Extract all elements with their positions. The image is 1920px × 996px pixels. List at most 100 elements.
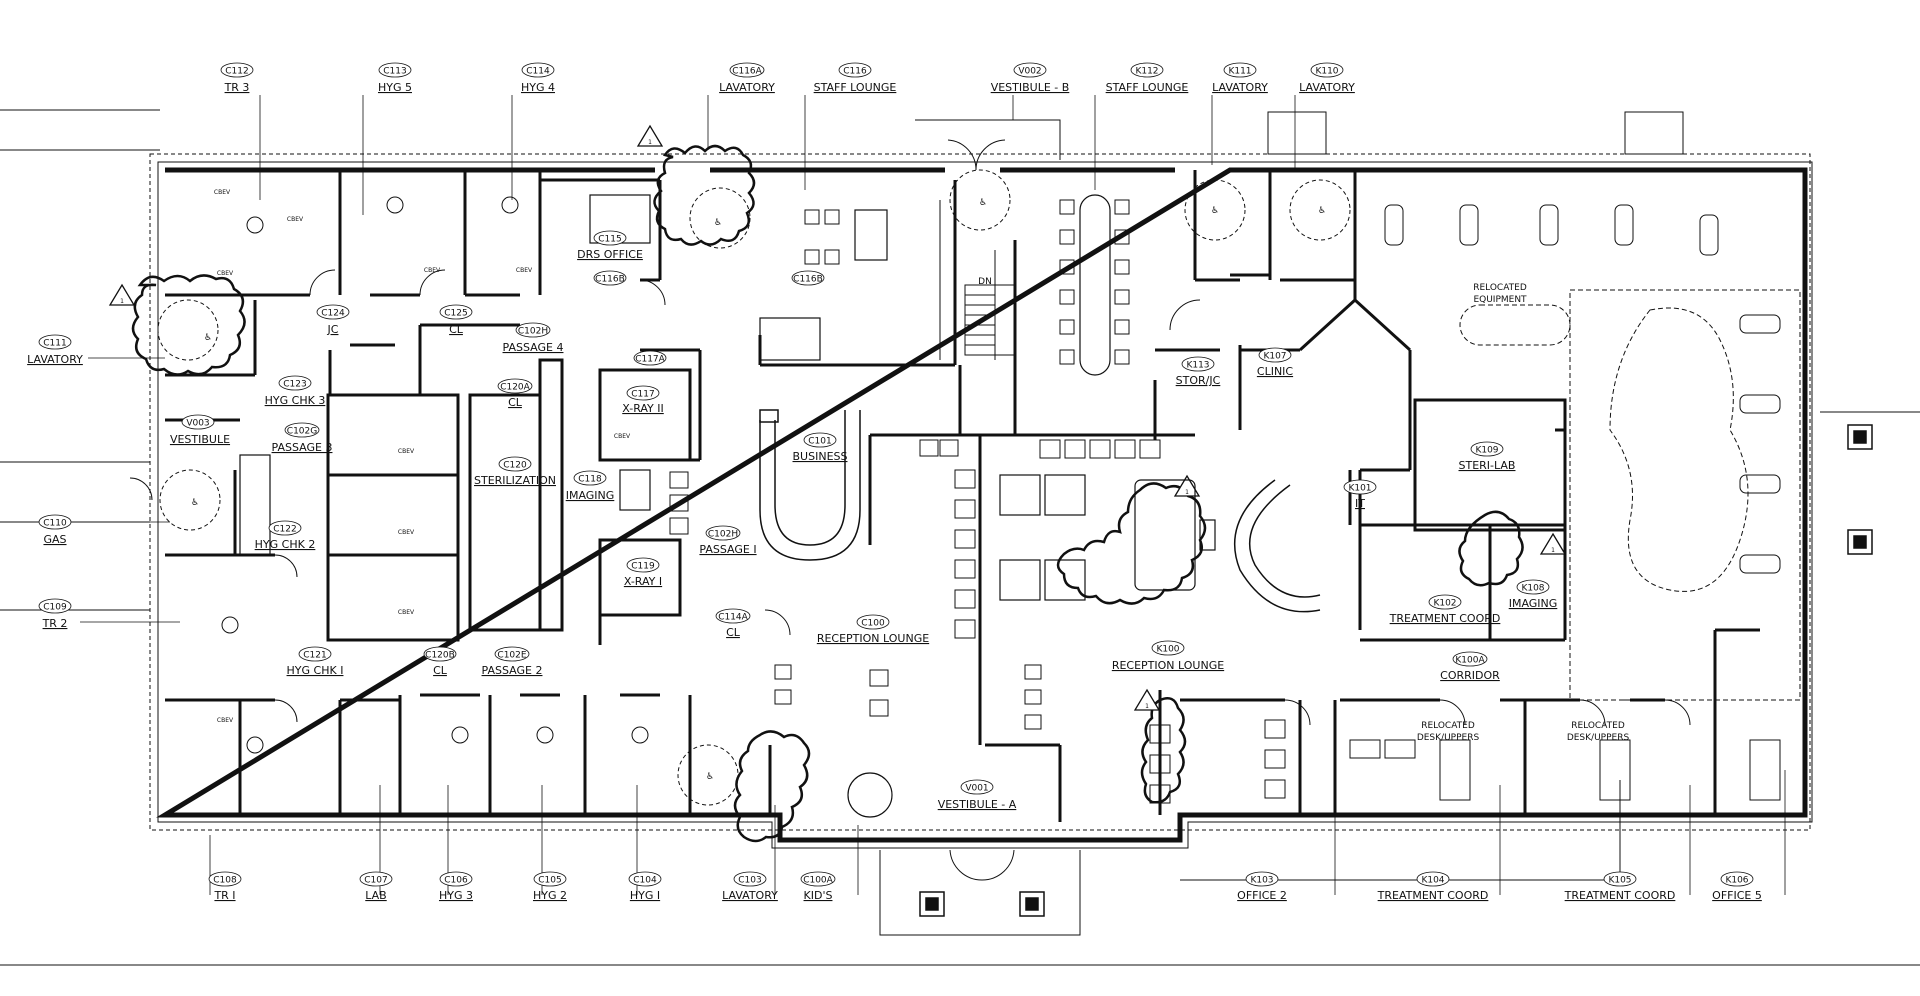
room-tag-c116: C116 [843,67,867,77]
room-name-k106: OFFICE 5 [1712,889,1762,902]
room-tag-c101: C101 [808,437,831,447]
room-name-v001: VESTIBULE - A [938,798,1017,811]
room-tag-k100a: K100A [1455,656,1485,666]
room-name-k102: TREATMENT COORD [1389,612,1501,625]
room-name-c102h: PASSAGE 4 [503,341,564,354]
revision-delta-icon [1173,474,1201,497]
room-name-c117: X-RAY II [622,402,664,415]
note-cbev: CBEV [614,433,631,440]
room-tag-k108: K108 [1521,584,1544,594]
room-name-c104: HYG I [630,889,660,902]
room-tag-c116b-interior: C116B [793,275,823,285]
room-tag-c103: C103 [738,876,761,886]
revision-delta-icon [1539,532,1567,555]
room-name-k108: IMAGING [1509,597,1558,610]
note-relocated-desk-2: RELOCATED [1571,721,1625,731]
room-tag-k107: K107 [1263,352,1286,362]
room-name-c102h-2: PASSAGE I [699,543,756,556]
note-cbev: CBEV [217,717,234,724]
room-name-c114a: CL [726,626,741,639]
accessible-symbol-icon: ♿ [204,333,212,343]
room-tag-c120: C120 [503,461,527,471]
room-tag-c115: C115 [598,235,621,245]
revision-delta-icon [636,124,664,147]
accessible-symbol-icon: ♿ [979,198,987,208]
room-name-c100: RECEPTION LOUNGE [817,632,929,645]
room-name-c118: IMAGING [566,489,615,502]
room-name-c102g: PASSAGE 3 [272,441,333,454]
room-name-c121: HYG CHK I [287,664,344,677]
note-cbev: CBEV [287,216,304,223]
room-tag-c114a: C114A [718,613,748,623]
room-tag-c121: C121 [303,651,326,661]
room-name-c115: DRS OFFICE [577,248,643,261]
room-name-v003: VESTIBULE [170,433,230,446]
room-tag-c114: C114 [526,67,550,77]
room-tag-c102h: C102H [518,327,548,337]
room-name-k104: TREATMENT COORD [1377,889,1489,902]
revision-number: 1 [120,298,124,305]
room-tag-c117: C117 [631,390,654,400]
room-tag-c112: C112 [225,67,248,77]
room-tag-k113: K113 [1186,361,1209,371]
room-name-c124: JC [327,323,339,336]
room-tag-k100: K100 [1156,645,1179,655]
room-tag-c106: C106 [444,876,468,886]
room-tag-c105: C105 [538,876,561,886]
room-name-k112: STAFF LOUNGE [1106,81,1189,94]
room-tag-c120b: C120B [425,651,455,661]
room-name-k101: IT [1355,497,1365,510]
room-tag-c100: C100 [861,619,885,629]
room-tag-c122: C122 [273,525,296,535]
revision-number: 1 [648,139,652,146]
note-cbev: CBEV [398,609,415,616]
room-tag-c102g: C102G [287,427,317,437]
room-name-c123: HYG CHK 3 [265,394,326,407]
room-name-k107: CLINIC [1257,365,1294,378]
room-tag-c116b: C116B [595,275,625,285]
note-relocated-desk-2b: DESK/UPPERS [1567,733,1630,743]
revision-delta-icon [108,283,136,306]
room-tag-c123: C123 [283,380,306,390]
room-name-c106: HYG 3 [439,889,473,902]
room-tag-k103: K103 [1250,876,1273,886]
room-tag-c125: C125 [444,309,467,319]
room-tag-c108: C108 [213,876,237,886]
revision-delta-icon [1133,688,1161,711]
room-name-c113: HYG 5 [378,81,412,94]
room-name-c108: TR I [213,889,235,902]
room-name-c120a: CL [508,396,523,409]
note-cbev: CBEV [217,270,234,277]
room-tag-c124: C124 [321,309,345,319]
room-tag-c120a: C120A [500,383,530,393]
note-relocated-desk-1: RELOCATED [1421,721,1475,731]
room-tag-c100a: C100A [803,876,833,886]
room-tag-c118: C118 [578,475,602,485]
room-name-k110: LAVATORY [1299,81,1355,94]
room-tag-c102h-2: C102H [708,530,738,540]
room-name-k100: RECEPTION LOUNGE [1112,659,1224,672]
revision-number: 1 [1185,489,1189,496]
room-name-c101: BUSINESS [793,450,848,463]
room-tag-v002: V002 [1018,67,1041,77]
room-tag-c102e: C102E [497,651,526,661]
room-name-c100a: KID'S [804,889,833,902]
accessible-symbol-icon: ♿ [1211,206,1219,216]
revision-number: 1 [1145,703,1149,710]
room-name-c114: HYG 4 [521,81,555,94]
room-tag-k102: K102 [1433,599,1456,609]
room-tag-k105: K105 [1608,876,1631,886]
room-name-c119: X-RAY I [624,575,662,588]
note-stair-down: DN [978,277,992,287]
room-name-c105: HYG 2 [533,889,567,902]
room-tag-k111: K111 [1228,67,1251,77]
room-tag-k106: K106 [1725,876,1748,886]
room-name-k103: OFFICE 2 [1237,889,1287,902]
room-name-c102e: PASSAGE 2 [482,664,543,677]
room-name-c110: GAS [43,533,66,546]
room-tag-k109: K109 [1475,446,1498,456]
room-tag-c113: C113 [383,67,406,77]
note-relocated-equipment-2: EQUIPMENT [1473,295,1527,305]
room-name-k109: STERI-LAB [1459,459,1516,472]
room-name-c112: TR 3 [224,81,250,94]
